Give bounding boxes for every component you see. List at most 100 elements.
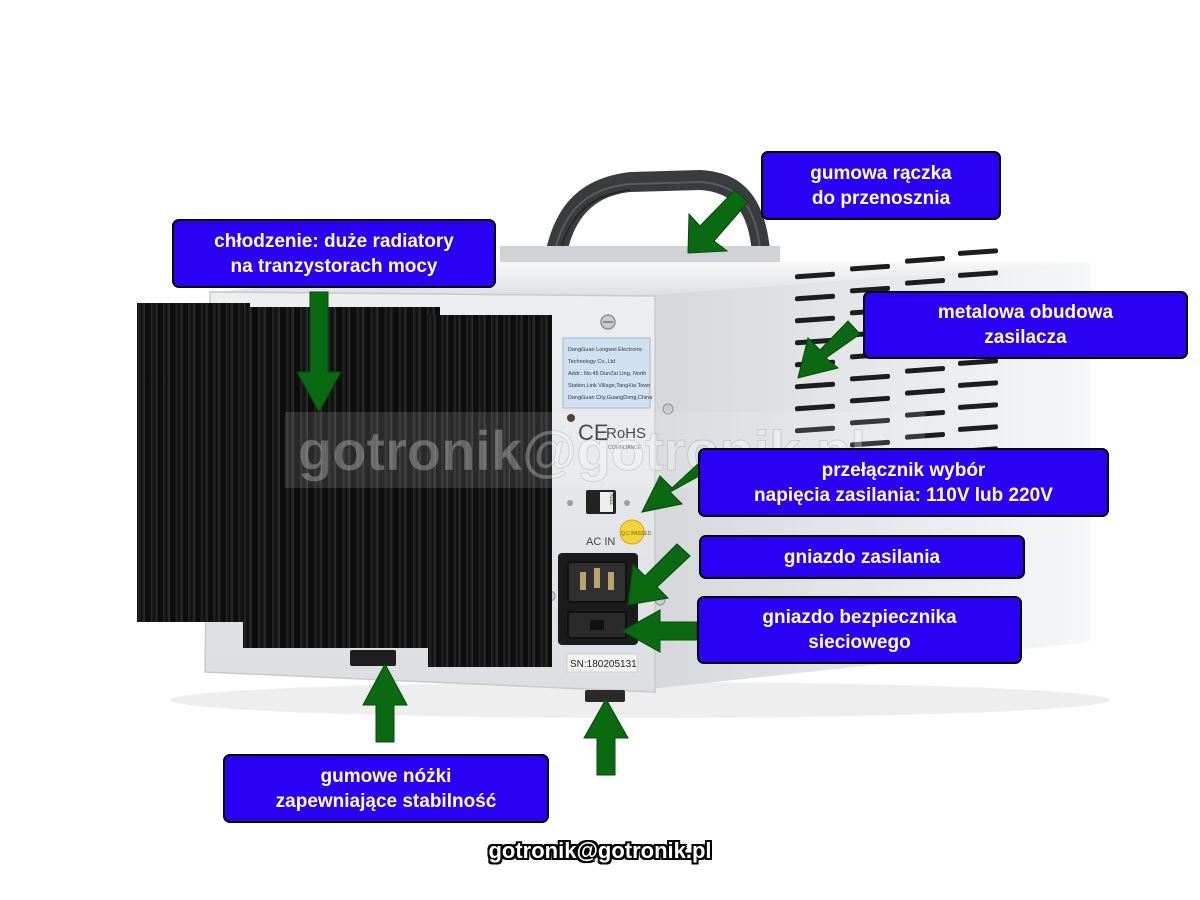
- callout-feet-line2: zapewniające stabilność: [275, 790, 497, 812]
- callout-fuse-socket-line2: sieciowego: [808, 632, 911, 653]
- heatsink-fin: [503, 315, 511, 667]
- callout-voltage-switch-line1: przełącznik wybór: [821, 459, 986, 481]
- heatsink-fin: [150, 303, 158, 622]
- callout-power-socket-line1: gniazdo zasilania: [783, 546, 941, 568]
- footer-email: gotronik@gotronik.pl: [488, 838, 712, 863]
- label-line: DongGuan Longwei Electronic: [568, 347, 643, 353]
- ac-power-socket: [544, 553, 638, 645]
- heatsink-fin: [163, 303, 170, 622]
- vent-slot: [905, 410, 945, 418]
- vent-slot: [850, 439, 890, 448]
- vent-slot: [850, 373, 890, 382]
- heatsink-fin: [528, 315, 535, 667]
- voltage-selector-switch: 220V: [567, 490, 630, 514]
- heatsink-fin: [138, 303, 145, 622]
- vent-slot: [795, 271, 835, 280]
- heatsink-fin: [175, 303, 183, 622]
- arrow-to-handle: [687, 189, 749, 254]
- heatsink-fin: [272, 307, 280, 648]
- vent-slot: [958, 380, 998, 388]
- rohs-mark: RoHS: [606, 425, 646, 442]
- heatsink-fin: [540, 315, 548, 667]
- heatsink-fin: [342, 307, 351, 648]
- heatsink-fin: [412, 307, 421, 648]
- vent-slot: [795, 337, 835, 346]
- qc-text: Q.C PASSED: [621, 531, 652, 537]
- vent-slot: [795, 315, 835, 324]
- arrow-to-left-foot: [362, 662, 408, 743]
- callout-cooling-line1: chłodzenie: duże radiatory: [214, 230, 454, 252]
- arrow-to-power-socket: [627, 543, 691, 606]
- arrow-to-heatsink: [296, 291, 342, 414]
- callout-feet-line1: gumowe nóżki: [320, 765, 452, 787]
- vent-slot: [905, 388, 945, 396]
- callout-voltage-switch: przełącznik wybór napięcia zasilania: 11…: [698, 448, 1109, 517]
- heatsink-fin: [300, 307, 308, 648]
- callout-cooling-line2: na tranzystorach mocy: [230, 255, 438, 277]
- heatsink-fin: [225, 303, 233, 622]
- callout-handle-line1: gumowa rączka: [810, 162, 952, 184]
- arrow-to-right-foot: [583, 697, 629, 776]
- vent-slot: [795, 403, 835, 412]
- vent-slot: [905, 278, 945, 286]
- vent-slot: [795, 293, 835, 302]
- heatsink-fin: [491, 315, 498, 667]
- heatsink-fin: [258, 307, 266, 648]
- vent-slot: [905, 256, 945, 264]
- arrow-to-fuse: [620, 609, 698, 653]
- heatsink-fin: [356, 307, 365, 648]
- rubber-handle: [500, 170, 780, 266]
- callout-handle-line2: do przenosznia: [811, 187, 951, 209]
- callout-cooling: chłodzenie: duże radiatory na tranzystor…: [172, 219, 496, 288]
- heatsink-fin: [453, 315, 461, 667]
- callout-handle: gumowa rączka do przenosznia: [761, 151, 1001, 220]
- label-line: Station,Link Village,TangXia Town: [568, 383, 650, 389]
- heatsink-fin: [398, 307, 407, 648]
- heatsink-fin: [441, 315, 449, 667]
- callout-voltage-switch-line2: napięcia zasilania: 110V lub 220V: [754, 484, 1053, 506]
- ce-mark: CE: [578, 420, 609, 445]
- serial-label: SN:180205131: [566, 653, 638, 673]
- callout-power-socket: gniazdo zasilania: [699, 535, 1025, 579]
- vent-slot: [850, 417, 890, 426]
- heatsink-fin: [213, 303, 221, 622]
- vent-slot: [958, 270, 998, 278]
- vent-slot: [958, 402, 998, 410]
- callout-fuse-socket: gniazdo bezpiecznika sieciowego: [697, 596, 1022, 664]
- callout-housing-line2: zasilacza: [984, 327, 1067, 348]
- heatsink-fin: [370, 307, 379, 648]
- callout-housing-line1: metalowa obudowa: [937, 302, 1114, 323]
- floor-shadow: [170, 682, 1110, 718]
- callout-fuse-socket-line1: gniazdo bezpiecznika: [762, 607, 957, 628]
- heatsink-fin: [478, 315, 486, 667]
- arrow-to-housing: [797, 320, 861, 379]
- callout-feet: gumowe nóżki zapewniające stabilność: [223, 754, 549, 823]
- qc-sticker: Q.C PASSED: [619, 519, 652, 545]
- callout-housing: metalowa obudowa zasilacza: [863, 291, 1188, 359]
- manufacturer-label: DongGuan Longwei Electronic Technology C…: [562, 337, 653, 409]
- label-line: DongGuan City,GuangDong,China: [568, 395, 653, 401]
- heatsink-fin: [328, 307, 337, 648]
- vent-slot: [850, 395, 890, 404]
- heatsink-fin: [466, 315, 473, 667]
- vent-slot: [850, 285, 890, 294]
- heatsink-fin: [429, 315, 436, 667]
- heatsink-fin: [515, 315, 523, 667]
- vent-slot: [958, 358, 998, 366]
- rubber-feet: [350, 650, 625, 702]
- label-line: Technology Co.,Ltd: [568, 359, 615, 365]
- heatsink-fin: [314, 307, 323, 648]
- vent-slot: [905, 366, 945, 374]
- rohs-compliance: COMPLIANCE: [608, 445, 642, 451]
- vent-slot: [850, 263, 890, 272]
- ac-in-label: AC IN: [586, 536, 615, 548]
- serial-number: SN:180205131: [570, 659, 637, 670]
- heatsinks: [137, 303, 552, 667]
- vent-slot: [958, 248, 998, 256]
- label-line: Addr.: No.45 DunZai Ling, North: [568, 371, 646, 377]
- vent-slot: [905, 432, 945, 440]
- heatsink-fin: [244, 307, 252, 648]
- switch-value: 220V: [610, 493, 616, 505]
- heatsink-fin: [384, 307, 393, 648]
